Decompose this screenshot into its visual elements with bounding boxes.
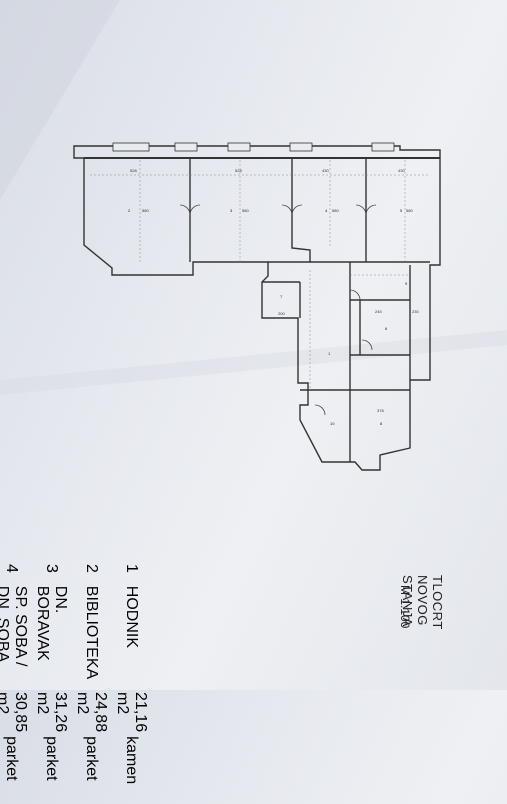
legend-cell-area: 30,85 m2 bbox=[0, 692, 29, 733]
dimension-label: 430 bbox=[322, 168, 329, 173]
room-number: 1 bbox=[328, 351, 331, 356]
legend-cell-name: DN. BORAVAK bbox=[34, 585, 69, 661]
legend-cell-floor: parket bbox=[3, 736, 20, 781]
dimension-label: 230 bbox=[412, 309, 419, 314]
paper-fold-shading bbox=[0, 0, 507, 395]
floor-plan bbox=[73, 142, 441, 471]
plan-walls bbox=[73, 145, 441, 471]
legend-cell-floor: kamen bbox=[123, 736, 140, 785]
room-number: 6 bbox=[385, 326, 388, 331]
title-line-2: NOVOG bbox=[415, 575, 430, 626]
room-number: 9 bbox=[405, 281, 408, 286]
legend-cell-floor: parket bbox=[83, 736, 100, 781]
room-number: 4 bbox=[325, 208, 328, 213]
room-number: 8 bbox=[380, 421, 383, 426]
room-number: 7 bbox=[280, 294, 283, 299]
room-number: 5 bbox=[400, 208, 403, 213]
room-number: 3 bbox=[230, 208, 233, 213]
room-number: 2 bbox=[128, 208, 131, 213]
dimension-label: 245 bbox=[375, 309, 382, 314]
dimension-label: 580 bbox=[406, 208, 413, 213]
title-line-1: TLOCRT bbox=[430, 575, 445, 630]
plan-dimension-lines bbox=[90, 160, 430, 390]
dimension-label: 430 bbox=[398, 168, 405, 173]
dimension-label: 580 bbox=[242, 208, 249, 213]
legend-cell-area: 31,26 m2 bbox=[34, 692, 69, 733]
legend-cell-floor: parket bbox=[43, 736, 60, 781]
dimension-label: 528 bbox=[235, 168, 242, 173]
plan-labels: 528 528 430 430 580 580 580 580 200 245 … bbox=[128, 168, 419, 426]
dimension-label: 378 bbox=[377, 408, 384, 413]
dimension-label: 528 bbox=[130, 168, 137, 173]
legend-cell-name: HODNIK bbox=[123, 585, 140, 649]
legend-cell-no: 2 bbox=[83, 564, 100, 573]
legend-cell-name: BIBLIOTEKA bbox=[83, 585, 100, 680]
dimension-label: 580 bbox=[332, 208, 339, 213]
legend-cell-area: 24,88 m2 bbox=[74, 692, 109, 733]
dimension-label: 580 bbox=[142, 208, 149, 213]
legend-cell-no: 4 bbox=[3, 564, 20, 573]
legend-cell-area: 21,16 m2 bbox=[114, 692, 149, 733]
legend-cell-no: 1 bbox=[123, 564, 140, 573]
scale-label: M 1:100 bbox=[398, 585, 412, 629]
room-number: 10 bbox=[330, 421, 335, 426]
plan-doors bbox=[179, 204, 377, 416]
dimension-label: 200 bbox=[278, 311, 285, 316]
plan-windows bbox=[112, 142, 395, 152]
legend-cell-name: SP. SOBA / DN. SOBA bbox=[0, 585, 29, 667]
legend-cell-no: 3 bbox=[43, 564, 60, 573]
